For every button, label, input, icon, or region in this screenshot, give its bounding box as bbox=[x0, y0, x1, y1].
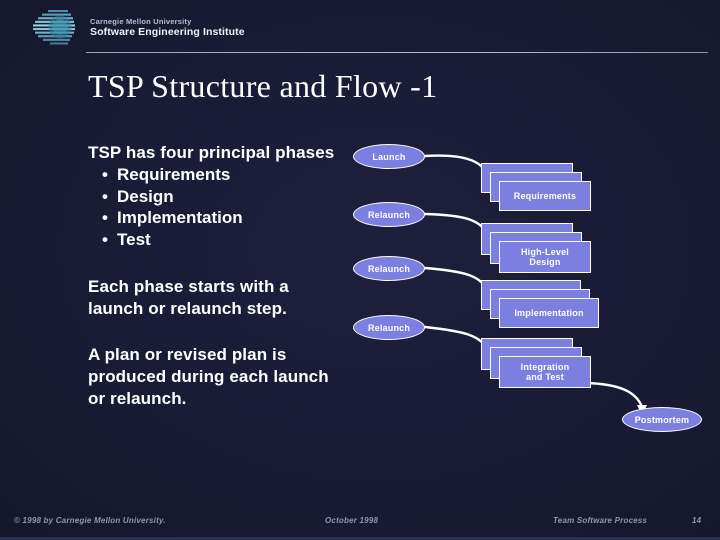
footer-course: Team Software Process bbox=[553, 516, 648, 525]
stack-label-line-1: Integration bbox=[520, 361, 570, 372]
arrow-integration-to-postmortem bbox=[584, 381, 644, 409]
footer-date: October 1998 bbox=[325, 516, 379, 525]
slide-header: Carnegie Mellon University Software Engi… bbox=[0, 0, 720, 60]
arrow-relaunch3-to-integration bbox=[423, 325, 490, 354]
org-line-2: Software Engineering Institute bbox=[90, 25, 245, 38]
list-item-implementation: • Implementation bbox=[102, 207, 338, 229]
sei-wordmark: Carnegie Mellon University Software Engi… bbox=[90, 18, 245, 38]
sei-sphere-logo-icon bbox=[33, 10, 75, 45]
stack-requirements[interactable]: Requirements bbox=[481, 163, 593, 221]
stack-label-line-2: Design bbox=[529, 257, 561, 267]
slide-footer: © 1998 by Carnegie Mellon University. Oc… bbox=[0, 512, 720, 532]
stack-integration-and-test[interactable]: Integration and Test bbox=[481, 338, 593, 398]
phase-bullet-list: • Requirements • Design • Implementation… bbox=[88, 164, 338, 251]
list-item-design: • Design bbox=[102, 186, 338, 208]
arrow-relaunch1-to-design bbox=[423, 212, 490, 239]
footer-divider bbox=[0, 537, 720, 540]
list-item-label: Design bbox=[117, 186, 174, 206]
oval-relaunch-2[interactable]: Relaunch bbox=[353, 256, 425, 281]
stack-layer-front-integration: Integration and Test bbox=[499, 356, 591, 388]
stack-implementation[interactable]: Implementation bbox=[481, 280, 603, 338]
stack-layer-front-requirements: Requirements bbox=[499, 181, 591, 211]
oval-relaunch-3[interactable]: Relaunch bbox=[353, 315, 425, 340]
footer-page-number: 14 bbox=[692, 516, 702, 525]
stack-label-line-1: High-Level bbox=[520, 246, 569, 257]
bullet-marker-icon: • bbox=[102, 186, 108, 206]
body-text-column: TSP has four principal phases • Requirem… bbox=[88, 142, 338, 410]
paragraph-launch-step: Each phase starts with a launch or relau… bbox=[88, 276, 289, 318]
stack-layer-front-design: High-Level Design bbox=[499, 241, 591, 273]
org-line-1: Carnegie Mellon University bbox=[90, 17, 192, 26]
tsp-flow-diagram: Launch Relaunch Relaunch Relaunch Postmo… bbox=[340, 135, 720, 445]
oval-postmortem[interactable]: Postmortem bbox=[622, 407, 702, 432]
arrow-relaunch2-to-implementation bbox=[423, 266, 490, 295]
list-item-test: • Test bbox=[102, 229, 338, 251]
oval-launch[interactable]: Launch bbox=[353, 144, 425, 169]
oval-relaunch-1[interactable]: Relaunch bbox=[353, 202, 425, 227]
arrow-launch-to-requirements bbox=[423, 154, 490, 179]
page-title: TSP Structure and Flow -1 bbox=[88, 68, 438, 104]
list-item-requirements: • Requirements bbox=[102, 164, 338, 186]
list-item-label: Test bbox=[117, 230, 151, 249]
list-item-label: Implementation bbox=[117, 208, 243, 228]
paragraph-phases-intro: TSP has four principal phases bbox=[88, 143, 335, 162]
list-item-label: Requirements bbox=[117, 164, 231, 184]
bullet-marker-icon: • bbox=[102, 230, 108, 249]
footer-copyright: © 1998 by Carnegie Mellon University. bbox=[14, 516, 166, 525]
stack-label-line-2: and Test bbox=[526, 372, 564, 382]
bullet-marker-icon: • bbox=[102, 208, 108, 228]
stack-high-level-design[interactable]: High-Level Design bbox=[481, 223, 593, 283]
header-divider bbox=[86, 52, 708, 53]
stack-layer-front-implementation: Implementation bbox=[499, 298, 599, 328]
paragraph-plan-produced: A plan or revised plan is produced durin… bbox=[88, 345, 329, 408]
bullet-marker-icon: • bbox=[102, 164, 108, 184]
